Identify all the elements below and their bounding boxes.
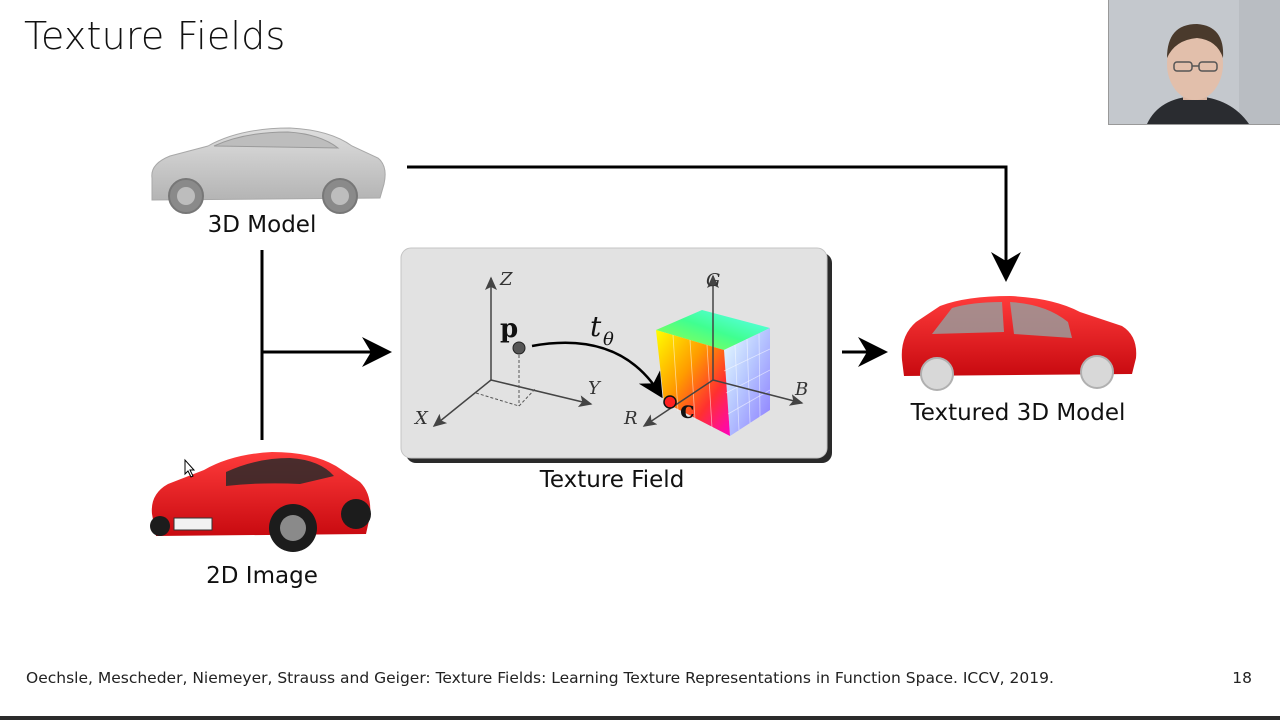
point-p-marker <box>512 341 526 355</box>
axis-label-z: Z <box>499 269 513 290</box>
label-2d-image: 2D Image <box>206 563 318 589</box>
function-label-theta: θ <box>603 329 614 350</box>
arrow-3d-model-to-output <box>407 165 1021 282</box>
point-label-p: p <box>500 314 518 344</box>
axis-label-y: Y <box>588 378 602 399</box>
function-label-t: t <box>590 310 602 343</box>
bottom-bar <box>0 716 1280 720</box>
rgb-color-cube <box>642 274 804 436</box>
axis-label-r: R <box>623 408 638 429</box>
label-3d-model: 3D Model <box>207 212 317 238</box>
slide-title: Texture Fields <box>24 14 286 58</box>
axis-label-g: G <box>706 270 720 291</box>
mapping-arrow <box>531 341 663 399</box>
axis-label-x: X <box>413 408 429 429</box>
gray-car-3d-model <box>151 127 386 214</box>
label-textured-3d-model: Textured 3D Model <box>910 400 1126 426</box>
webcam-video <box>1108 0 1280 125</box>
color-label-c: c <box>680 395 695 424</box>
red-porsche-photo <box>150 452 371 552</box>
left-coordinate-axes <box>432 276 593 427</box>
textured-red-car-model <box>901 296 1137 391</box>
page-number: 18 <box>1232 669 1252 687</box>
presenter-silhouette <box>1109 0 1280 124</box>
mouse-cursor-icon <box>184 458 196 478</box>
label-texture-field: Texture Field <box>539 467 685 493</box>
color-c-marker <box>663 395 677 409</box>
citation: Oechsle, Mescheder, Niemeyer, Strauss an… <box>26 669 1054 687</box>
axis-label-b: B <box>794 379 808 400</box>
